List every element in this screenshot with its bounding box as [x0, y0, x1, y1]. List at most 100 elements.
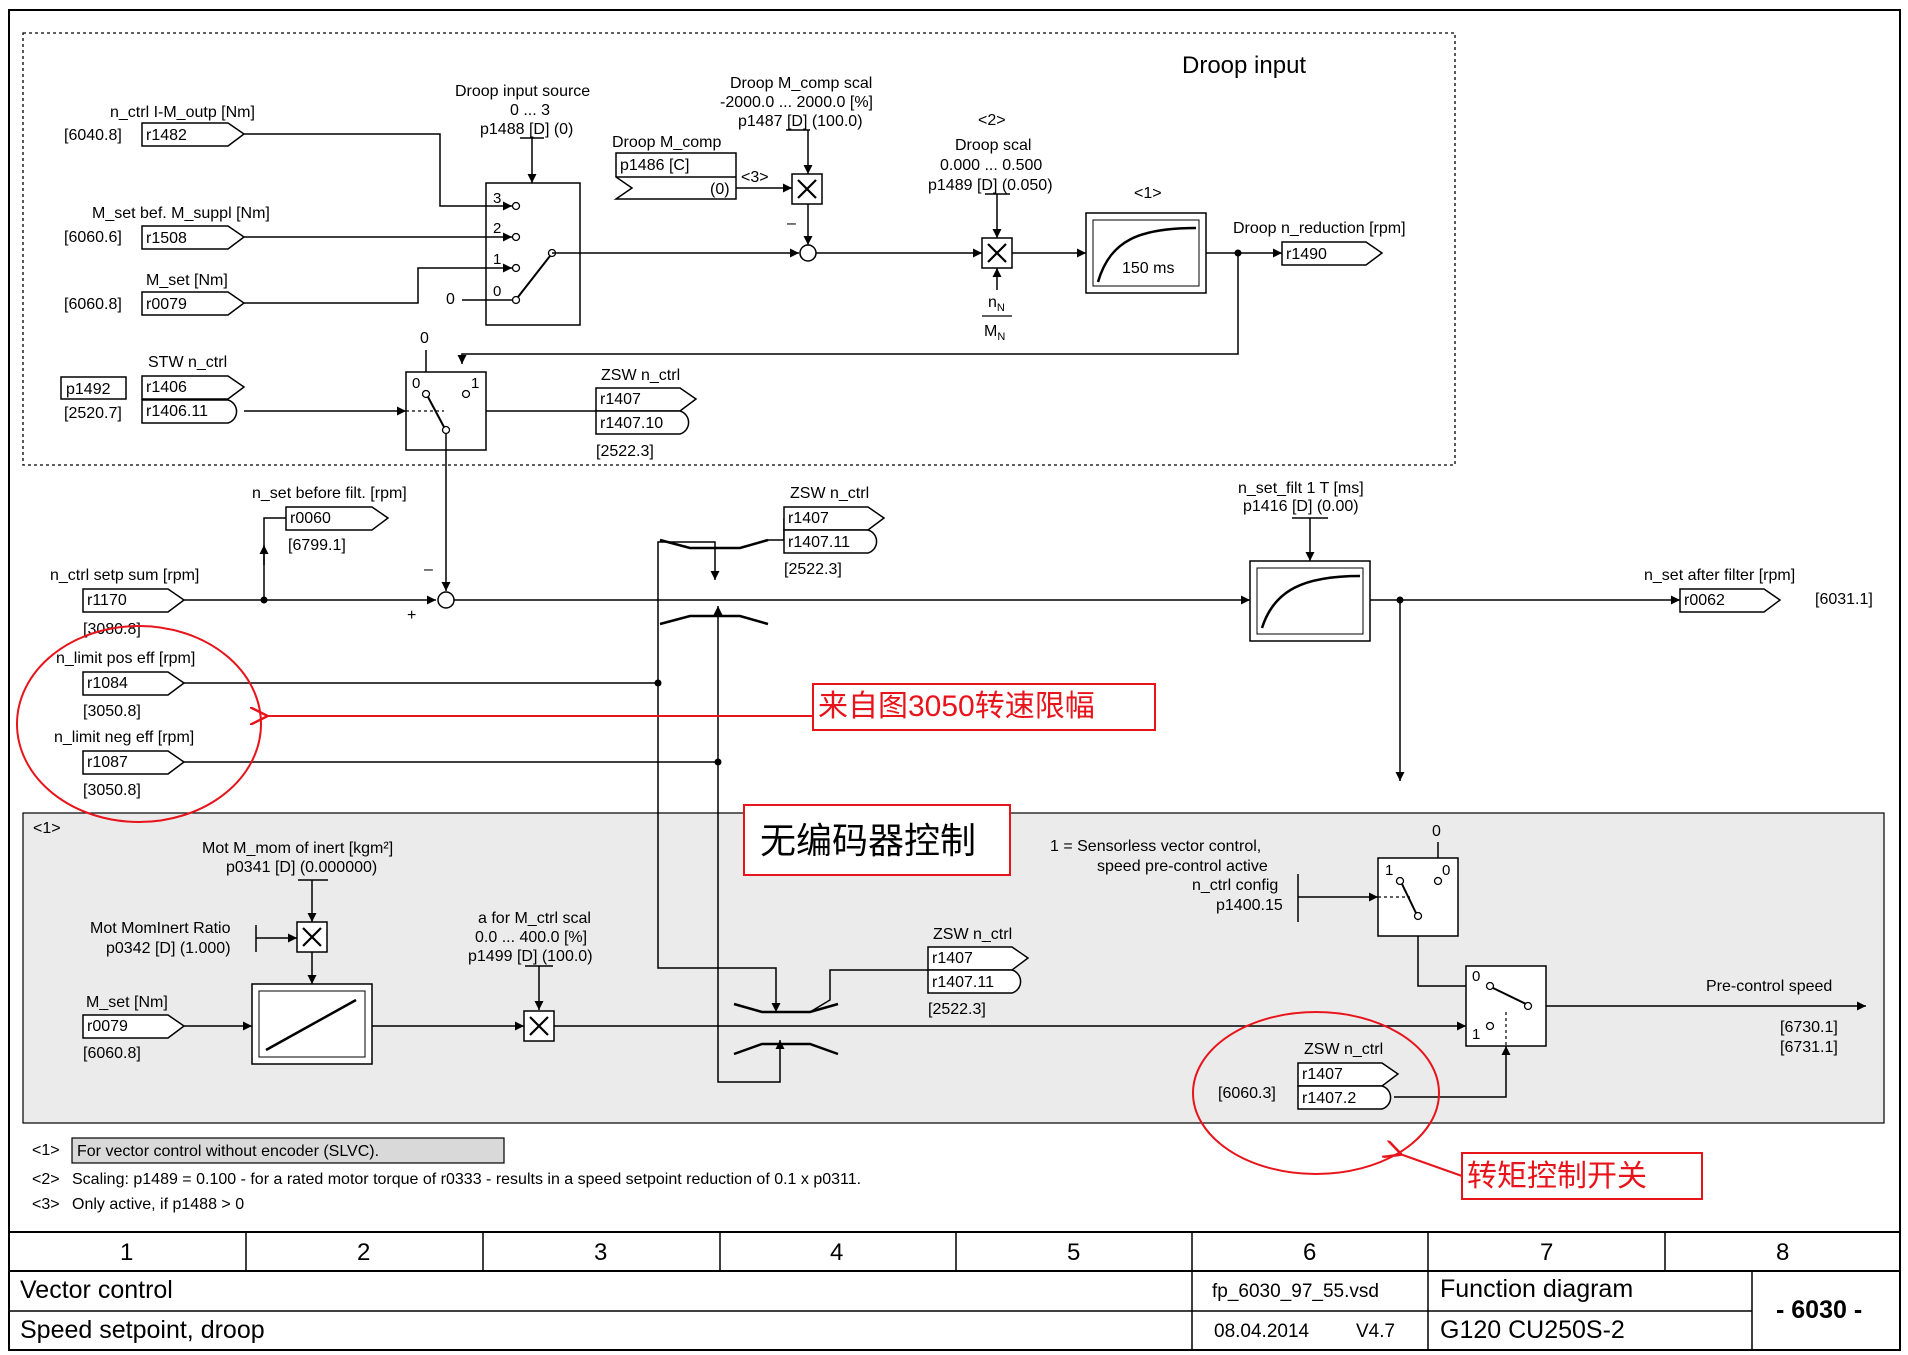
- zsw-mid-title: ZSW n_ctrl: [933, 926, 1012, 943]
- setp-sum-ref: [3080.8]: [83, 621, 141, 638]
- from-3050-text: 来自图3050转速限幅: [818, 690, 1095, 723]
- zsw-r1407-connector[interactable]: [595, 387, 698, 412]
- col-7: 7: [1540, 1239, 1553, 1266]
- from-3050-box: [812, 683, 1156, 731]
- before-filt-param: r0060: [290, 510, 331, 527]
- mcomp-connector[interactable]: [613, 152, 737, 200]
- zsw-top-r1407-connector[interactable]: [783, 506, 886, 531]
- stw-ref: [2520.7]: [64, 405, 122, 422]
- scal-param: p1489 [D] (0.050): [928, 177, 1053, 194]
- zsw-top-r1: r1407: [788, 510, 829, 527]
- switch-pos-1: 1: [471, 375, 479, 392]
- footnote-1-text: For vector control without encoder (SLVC…: [77, 1143, 379, 1160]
- precontrol-ref1: [6730.1]: [1780, 1019, 1838, 1036]
- droop-input-section: Droop input n_ctrl I-M_outp [Nm] [6040.8…: [22, 32, 1456, 466]
- filt-title: n_set_filt 1 T [ms]: [1238, 480, 1364, 497]
- stw-r1: r1406: [146, 379, 187, 396]
- before-filt-label: n_set before filt. [rpm]: [252, 485, 407, 502]
- stw-r1406-connector[interactable]: [141, 375, 246, 400]
- mcomp-param: p1486 [C]: [620, 157, 689, 174]
- footnote-1-box: [71, 1137, 505, 1164]
- droop-source-range: 0 ... 3: [510, 102, 550, 119]
- setp-sum-connector[interactable]: [82, 588, 186, 613]
- col-6: 6: [1303, 1239, 1316, 1266]
- filt-param: p1416 [D] (0.00): [1243, 498, 1359, 515]
- lim-pos-label: n_limit pos eff [rpm]: [56, 650, 195, 667]
- droop-output-param: r1490: [1286, 246, 1327, 263]
- zsw-r1407-10-connector[interactable]: [595, 410, 690, 435]
- footer-number: - 6030 -: [1776, 1296, 1862, 1324]
- source-pos-3: 3: [493, 190, 501, 207]
- zsw-bottom-r2: r1407.2: [1302, 1090, 1356, 1107]
- stw-title: STW n_ctrl: [148, 354, 227, 371]
- col-2: 2: [357, 1239, 370, 1266]
- mset-bef-connector[interactable]: [141, 225, 246, 250]
- setpoint-filter: [1249, 560, 1371, 642]
- after-filter-ref: [6031.1]: [1815, 591, 1873, 608]
- mset-bef-param: r1508: [146, 230, 187, 247]
- scal-note: <2>: [978, 112, 1006, 129]
- stw-param-box[interactable]: [60, 376, 127, 400]
- zsw-mid-r1407-connector[interactable]: [927, 946, 1030, 971]
- sensorless-text: 无编码器控制: [760, 820, 976, 861]
- mset-param: r0079: [146, 296, 187, 313]
- torque-input-connector[interactable]: [141, 122, 246, 147]
- scal-range: 0.000 ... 0.500: [940, 157, 1042, 174]
- col-3: 3: [594, 1239, 607, 1266]
- sensorless-line2: speed pre-control active: [1097, 858, 1268, 875]
- zsw-mid-ref: [2522.3]: [928, 1001, 986, 1018]
- slvc-mset-connector[interactable]: [82, 1014, 186, 1039]
- droop-section-border: [22, 32, 1456, 466]
- ratio-title: Mot MomInert Ratio: [90, 920, 231, 937]
- page-frame: [8, 9, 1901, 1351]
- stw-r1406-11-connector[interactable]: [141, 399, 238, 424]
- mcomp-default: (0): [710, 181, 730, 198]
- zsw-bottom-r1407-2-connector[interactable]: [1297, 1085, 1392, 1110]
- scal-title: Droop scal: [955, 137, 1031, 154]
- lim-neg-ref: [3050.8]: [83, 782, 141, 799]
- footer-file: fp_6030_97_55.vsd: [1212, 1281, 1379, 1302]
- stw-r2: r1406.11: [146, 403, 208, 420]
- mset-bef-ref: [6060.6]: [64, 229, 122, 246]
- footer-date: 08.04.2014: [1214, 1321, 1310, 1342]
- droop-sum-point: [799, 244, 817, 262]
- before-filt-connector[interactable]: [285, 506, 390, 531]
- zsw-droop-r2: r1407.10: [600, 415, 663, 432]
- lim-pos-connector[interactable]: [82, 671, 186, 696]
- sw1-top-label: 0: [1432, 823, 1441, 840]
- footnote-2-text: Scaling: p1489 = 0.100 - for a rated mot…: [72, 1171, 861, 1188]
- zsw-top-r1407-11-connector[interactable]: [783, 529, 878, 554]
- torque-switch-circle: [1192, 1011, 1440, 1175]
- sum-plus: +: [407, 607, 416, 624]
- lim-neg-connector[interactable]: [82, 750, 186, 775]
- zsw-droop-ref: [2522.3]: [596, 443, 654, 460]
- scal-range: 0.0 ... 400.0 [%]: [475, 929, 587, 946]
- sensorless-line1: 1 = Sensorless vector control,: [1050, 838, 1261, 855]
- setp-sum-label: n_ctrl setp sum [rpm]: [50, 567, 199, 584]
- mcomp-scal-title: Droop M_comp scal: [730, 75, 872, 92]
- sw1-pos-1: 1: [1385, 862, 1393, 879]
- sum-minus: –: [424, 561, 433, 578]
- footer-version: V4.7: [1356, 1321, 1395, 1342]
- precontrol-limiter-symbol: [733, 1002, 839, 1056]
- torque-input-ref: [6040.8]: [64, 127, 122, 144]
- zsw-bottom-r1407-connector[interactable]: [1297, 1062, 1400, 1087]
- inertia-param: p0341 [D] (0.000000): [226, 859, 377, 876]
- annotations: 来自图3050转速限幅 无编码器控制 转矩控制开关: [16, 625, 1703, 1200]
- source-pos-0: 0: [493, 283, 501, 300]
- footnotes: <1> For vector control without encoder (…: [32, 1137, 861, 1213]
- zero-input-label: 0: [446, 291, 455, 308]
- scal-param: p1499 [D] (100.0): [468, 948, 593, 965]
- before-filt-ref: [6799.1]: [288, 537, 346, 554]
- zsw-top-title: ZSW n_ctrl: [790, 485, 869, 502]
- zsw-top-r2: r1407.11: [788, 534, 850, 551]
- mn-label: MN: [984, 323, 1005, 343]
- mset-connector[interactable]: [141, 291, 246, 316]
- filter-note: <1>: [1134, 185, 1162, 202]
- torque-input-label: n_ctrl I-M_outp [Nm]: [110, 104, 255, 121]
- ratio-param: p0342 [D] (1.000): [106, 940, 231, 957]
- zsw-mid-r1407-11-connector[interactable]: [927, 969, 1022, 994]
- droop-output-connector[interactable]: [1281, 241, 1384, 266]
- after-filter-connector[interactable]: [1679, 588, 1782, 613]
- droop-source-title: Droop input source: [455, 83, 590, 100]
